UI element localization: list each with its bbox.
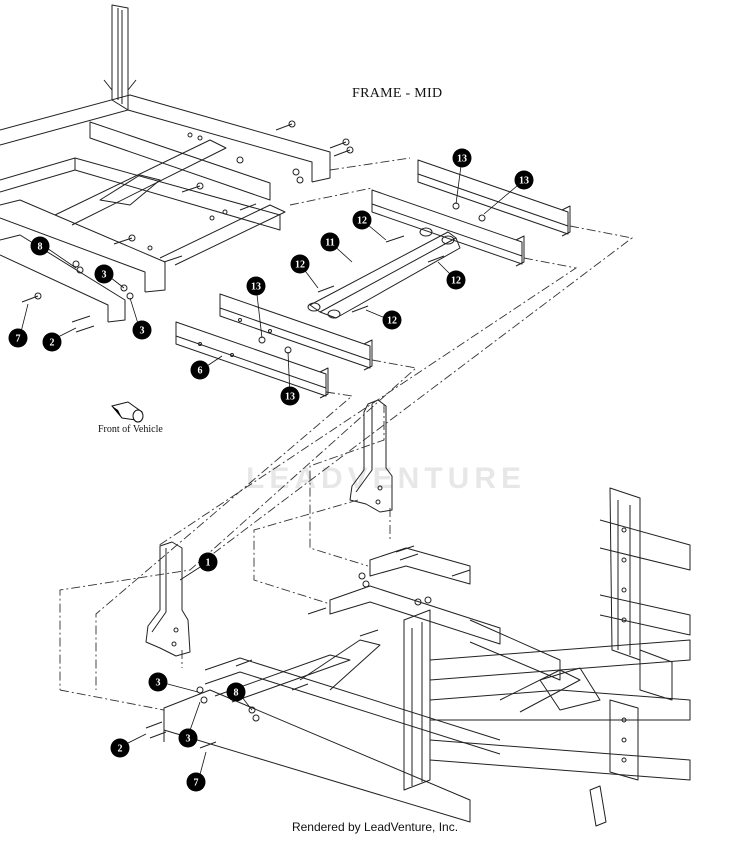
callout-12a: 12 <box>352 210 372 230</box>
assembly-lines <box>59 157 634 711</box>
svg-text:3: 3 <box>140 326 145 337</box>
callout-12c: 12 <box>446 270 466 290</box>
callout-13c: 13 <box>246 276 266 296</box>
diagram-title: FRAME - MID <box>352 86 443 101</box>
callout-2a: 2 <box>42 332 62 352</box>
callout-12d: 12 <box>382 310 402 330</box>
svg-text:13: 13 <box>251 282 261 293</box>
svg-text:13: 13 <box>457 154 467 165</box>
callout-3d: 3 <box>178 728 198 748</box>
callout-3b: 3 <box>132 320 152 340</box>
svg-text:7: 7 <box>194 778 199 789</box>
svg-text:12: 12 <box>295 260 305 271</box>
callout-13a: 13 <box>452 148 472 168</box>
svg-text:13: 13 <box>285 392 295 403</box>
lower-rail-pair <box>175 293 373 399</box>
leadventure-watermark: LEADVENTURE <box>246 462 527 495</box>
svg-text:2: 2 <box>118 744 123 755</box>
upper-rail-pair <box>371 159 571 267</box>
svg-text:1: 1 <box>206 558 211 569</box>
upper-frame <box>0 4 331 323</box>
callout-circles: 13 13 12 11 12 12 12 8 3 7 2 3 13 6 13 1… <box>8 148 534 792</box>
front-arrow-icon <box>111 401 144 423</box>
svg-text:3: 3 <box>156 678 161 689</box>
callout-13d: 13 <box>280 386 300 406</box>
svg-text:3: 3 <box>102 270 107 281</box>
svg-text:12: 12 <box>357 216 367 227</box>
callout-8b: 8 <box>226 682 246 702</box>
svg-text:8: 8 <box>38 242 43 253</box>
front-of-vehicle-label: Front of Vehicle <box>98 424 163 435</box>
svg-text:3: 3 <box>186 734 191 745</box>
callout-8a: 8 <box>30 236 50 256</box>
callout-11: 11 <box>320 232 340 252</box>
callout-3c: 3 <box>148 672 168 692</box>
footer-credit: Rendered by LeadVenture, Inc. <box>291 820 459 834</box>
hardware <box>21 120 486 749</box>
svg-text:11: 11 <box>325 238 334 249</box>
svg-text:2: 2 <box>50 338 55 349</box>
upper-bracket <box>349 399 393 513</box>
svg-text:13: 13 <box>519 176 529 187</box>
lower-bracket <box>145 541 191 657</box>
callout-6: 6 <box>190 360 210 380</box>
callout-2b: 2 <box>110 738 130 758</box>
svg-text:12: 12 <box>451 276 461 287</box>
crossbar-part <box>307 227 461 319</box>
callout-1: 1 <box>198 552 218 572</box>
svg-text:7: 7 <box>16 334 21 345</box>
callout-7b: 7 <box>186 772 206 792</box>
lower-frame <box>163 487 691 827</box>
svg-text:12: 12 <box>387 316 397 327</box>
svg-text:8: 8 <box>234 688 239 699</box>
callout-12b: 12 <box>290 254 310 274</box>
svg-text:6: 6 <box>198 366 203 377</box>
callout-3a: 3 <box>94 264 114 284</box>
callout-13b: 13 <box>514 170 534 190</box>
callout-7a: 7 <box>8 328 28 348</box>
